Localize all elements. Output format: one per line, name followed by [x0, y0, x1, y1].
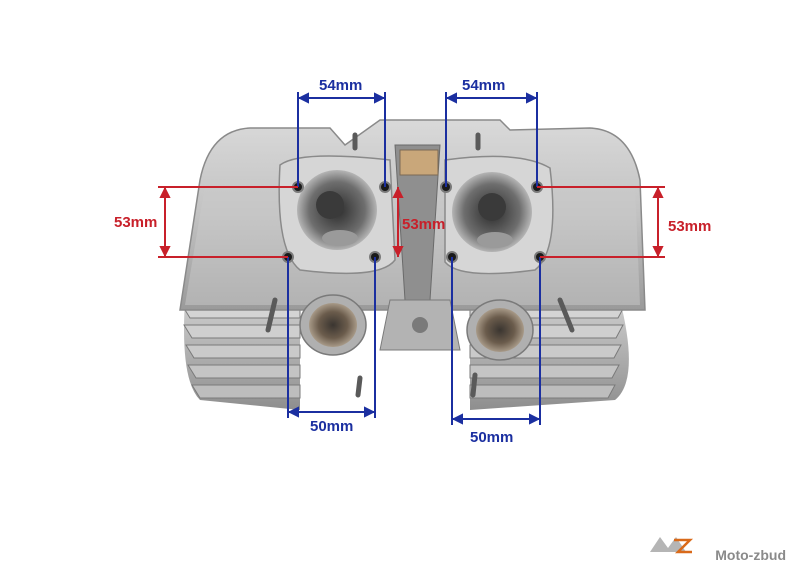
dimension-label-side-right: 53mm [668, 218, 712, 235]
cooling-fins-left [181, 300, 301, 410]
dimension-label-center: 53mm [402, 216, 446, 233]
dimension-lines-top [297, 92, 538, 187]
moto-zbud-logo [650, 537, 694, 554]
dimension-label-bottom-right: 50mm [470, 429, 514, 446]
dimension-lines-bottom [287, 257, 541, 425]
dimension-label-side-left: 53mm [114, 214, 158, 231]
dimension-label-bottom-left: 50mm [310, 418, 354, 435]
dimension-label-top-left: 54mm [319, 77, 363, 94]
watermark: Moto-zbud [715, 547, 786, 563]
dimension-lines-red [158, 186, 665, 258]
flange-right [444, 155, 554, 275]
watermark-text: Moto-zbud [715, 547, 786, 563]
flange-left [278, 155, 396, 275]
exhaust-ports [299, 294, 534, 361]
studs [265, 132, 575, 398]
dimension-label-top-right: 54mm [462, 77, 506, 94]
center-channel [379, 144, 461, 351]
